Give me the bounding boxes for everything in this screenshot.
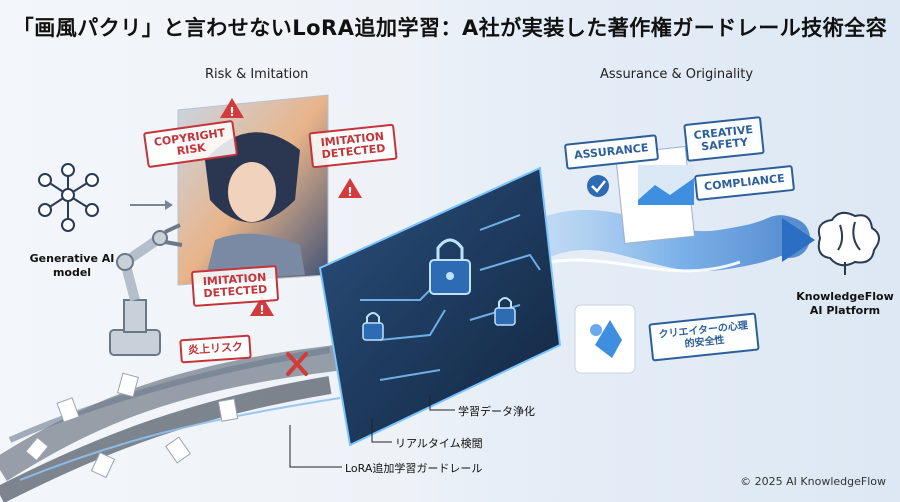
guardrail-chip (318, 166, 562, 447)
stamp-flame-risk: 炎上リスク (179, 334, 252, 364)
svg-text:!: ! (347, 185, 352, 199)
neural-network-icon (38, 163, 99, 232)
scattered-paper-icons (25, 372, 239, 479)
lock-icon (494, 297, 516, 326)
copyright-notice: © 2025 AI KnowledgeFlow (740, 475, 886, 488)
model-label: Generative AI model (29, 252, 115, 279)
robot-arm-icon (109, 223, 183, 356)
callout-data-purification: 学習データ浄化 (458, 405, 535, 418)
stamp-imitation-detected: IMITATION DETECTED (190, 265, 280, 307)
callout-leader-lines (289, 395, 455, 468)
warning-icon: ! ! ! (220, 98, 362, 317)
section-label-assurance: Assurance & Originality (600, 67, 754, 82)
page-title: 「画風パクリ」と言わせないLoRA追加学習：A社が実装した著作権ガードレール技術… (12, 16, 888, 40)
tag-creative-safety: CREATIVE SAFETY (683, 116, 765, 162)
svg-text:!: ! (259, 303, 264, 317)
section-label-risk: Risk & Imitation (205, 67, 309, 82)
platform-app-icon (574, 304, 636, 374)
brain-icon (817, 211, 880, 275)
document-stack-icon (614, 146, 696, 244)
flow-arrowhead (782, 218, 815, 262)
lock-icon (362, 312, 384, 341)
callout-lora-guardrail: LoRA追加学習ガードレール (345, 462, 483, 475)
check-icon (587, 175, 609, 197)
callout-realtime-inspection: リアルタイム検閲 (395, 437, 483, 450)
platform-label: KnowledgeFlow AI Platform (796, 290, 894, 317)
blocked-x-icon (286, 352, 308, 376)
svg-text:!: ! (229, 105, 234, 119)
lock-icon (429, 238, 471, 295)
